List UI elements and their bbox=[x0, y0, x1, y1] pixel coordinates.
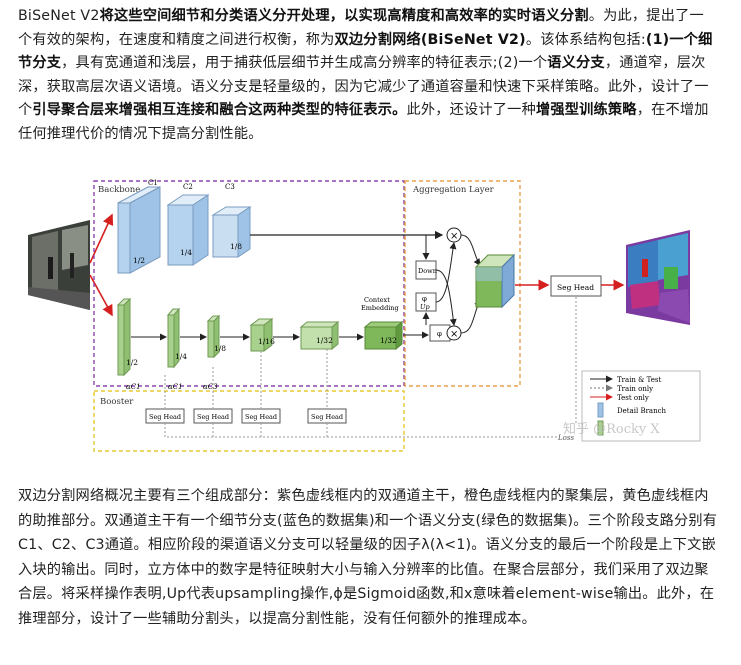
aggregation-layer: Down φ Up φ × × bbox=[415, 227, 516, 342]
booster-seg-head-3-label: Seg Head bbox=[245, 413, 277, 421]
booster-seg-head-2-label: Seg Head bbox=[197, 413, 229, 421]
semantic-stage-4-ratio: 1/16 bbox=[258, 337, 275, 346]
intro-bold-segment: 双边分割网络(BiSeNet V2) bbox=[334, 31, 526, 48]
multiply-top-label: × bbox=[450, 231, 458, 242]
aggregated-feature-cube bbox=[474, 253, 516, 309]
backbone-label: Backbone bbox=[98, 185, 140, 195]
backbone-frame bbox=[93, 180, 405, 387]
booster-label: Booster bbox=[100, 397, 134, 407]
semantic-stage-2-ratio: 1/4 bbox=[175, 352, 187, 361]
intro-bold-segment: 将这些空间细节和分类语义分开处理，以实现高精度和高效率的实时语义分割 bbox=[99, 8, 589, 24]
semantic-stage-5: 1/32 bbox=[299, 320, 340, 351]
seg-head-main bbox=[550, 275, 602, 297]
semantic-stage-4: 1/16 bbox=[249, 318, 275, 352]
intro-bold-segment: 语义分支 bbox=[547, 55, 605, 72]
booster-seg-heads: Seg Head Seg Head Seg Head Seg Head bbox=[145, 297, 577, 438]
intro-text-segment: ，具有宽通道和浅层，用于捕获低层细节并生成高分辨率的特征表示;(2)一个 bbox=[61, 55, 548, 72]
legend-detail-branch: Detail Branch bbox=[617, 407, 667, 415]
booster-seg-head-4-label: Seg Head bbox=[311, 413, 343, 421]
semantic-stage-1-ratio: 1/2 bbox=[126, 358, 138, 367]
phi-label: φ bbox=[437, 330, 442, 338]
intro-bold-segment: (1)一个细节分支 bbox=[18, 31, 713, 72]
context-embedding-label-2: Embedding bbox=[361, 304, 399, 312]
aggregation-frame bbox=[404, 180, 521, 387]
context-embedding-block: 1/32 Context Embedding bbox=[361, 296, 404, 351]
input-street-image bbox=[28, 220, 90, 310]
intro-text-segment: BiSeNet V2 bbox=[18, 8, 100, 24]
legend-train-test: Train & Test bbox=[617, 376, 661, 384]
semantic-stage-2: 1/4 αC1 bbox=[166, 307, 187, 391]
input-to-semantic-arrow bbox=[89, 274, 113, 317]
semantic-stage-3-ratio: 1/8 bbox=[214, 344, 226, 353]
legend-train-only: Train only bbox=[617, 385, 653, 393]
phi-up-up: Up bbox=[420, 303, 430, 311]
watermark: 知乎 @Rocky X bbox=[563, 421, 660, 437]
detail-c1-label: C1 bbox=[148, 179, 158, 187]
context-embedding-label-1: Context bbox=[364, 296, 390, 304]
legend-test-only: Test only bbox=[617, 394, 649, 402]
context-embedding-ratio: 1/32 bbox=[380, 336, 397, 345]
summary-paragraph: 双边分割网络概况主要有三个组成部分：紫色虚线框内的双通道主干，橙色虚线框内的聚集… bbox=[18, 488, 718, 627]
bisenet-v2-architecture-diagram: Backbone Aggregation Layer Booster C1 1/… bbox=[28, 179, 701, 452]
semantic-stage-1-channels: αC1 bbox=[126, 383, 141, 391]
intro-text-segment: 。该体系结构包括: bbox=[525, 31, 646, 48]
detail-c3-label: C3 bbox=[225, 183, 235, 191]
semantic-flow-arrows bbox=[131, 331, 429, 341]
detail-stage-c3: C3 1/8 bbox=[211, 183, 252, 258]
intro-text-segment: 。为此，提出了一个有效的架构，在速度和精度之间进行权衡，称为 bbox=[18, 8, 704, 48]
semantic-branch: 1/2 αC1 1/4 αC1 1/8 αC3 1/16 1/32 bbox=[116, 296, 404, 391]
aggregation-label: Aggregation Layer bbox=[412, 185, 495, 195]
loss-label: Loss bbox=[557, 434, 574, 442]
booster-seg-head-1-label: Seg Head bbox=[149, 413, 181, 421]
multiply-bottom-label: × bbox=[450, 329, 458, 340]
booster-frame bbox=[93, 390, 405, 452]
output-segmentation-map bbox=[626, 230, 690, 325]
semantic-stage-2-channels: αC1 bbox=[168, 383, 183, 391]
detail-branch: C1 1/2 C2 1/4 C3 1/8 bbox=[117, 179, 252, 274]
phi-up-phi: φ bbox=[422, 295, 427, 303]
semantic-stage-3: 1/8 αC3 bbox=[203, 314, 226, 391]
semantic-stage-5-ratio: 1/32 bbox=[316, 336, 333, 345]
detail-c3-ratio: 1/8 bbox=[230, 242, 242, 251]
intro-text-segment: ，在不增加任何推理代价的情况下提高分割性能。 bbox=[18, 102, 709, 142]
detail-c2-ratio: 1/4 bbox=[180, 248, 192, 257]
detail-stage-c1: C1 1/2 bbox=[117, 179, 161, 274]
down-label: Down bbox=[418, 267, 437, 275]
intro-text-segment: ，通道窄，层次深，获取高层次语义语境。语义分支是轻量级的，因为它减少了通道容量和… bbox=[18, 55, 709, 119]
detail-c1-ratio: 1/2 bbox=[133, 256, 145, 265]
intro-bold-segment: 引导聚合层来增强相互连接和融合这两种类型的特征表示。 bbox=[32, 102, 407, 119]
intro-bold-segment: 增强型训练策略 bbox=[535, 102, 637, 119]
intro-text-segment: 此外，还设计了一种 bbox=[406, 102, 536, 119]
semantic-stage-3-channels: αC3 bbox=[203, 383, 218, 391]
legend: Train & Test Train only Test only Detail… bbox=[581, 370, 701, 442]
seg-head-main-label: Seg Head bbox=[557, 283, 594, 292]
detail-c2-label: C2 bbox=[183, 183, 193, 191]
detail-stage-c2: C2 1/4 bbox=[166, 183, 210, 266]
semantic-stage-1: 1/2 αC1 bbox=[116, 297, 141, 391]
intro-paragraph: BiSeNet V2将这些空间细节和分类语义分开处理，以实现高精度和高效率的实时… bbox=[18, 5, 718, 147]
